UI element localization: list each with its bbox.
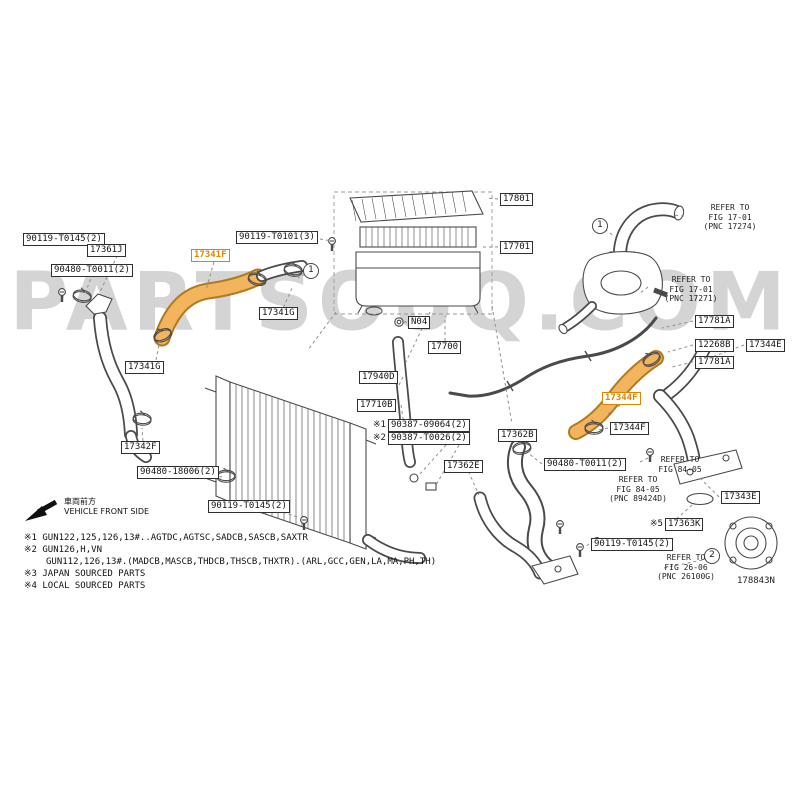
part-label-17781a-1[interactable]: 17781A [695,315,734,328]
footnote-line-3: GUN112,126,13#.(MADCB,MASCB,THDCB,THSCB,… [46,557,437,567]
part-label-90119-t0145-2[interactable]: 90119-T0145(2) [208,500,290,513]
part-label-90119-t0145-1[interactable]: 90119-T0145(2) [23,233,105,246]
part-label-17344f-2[interactable]: 17344F [610,422,649,435]
refer-note-fig17-01-b: REFER TO FIG 17-01 (PNC 17271) [664,275,718,303]
vehicle-front-en: VEHICLE FRONT SIDE [64,507,150,516]
callout-1a: 1 [303,263,319,279]
part-label-17710b[interactable]: 17710B [357,399,396,412]
intercooler [204,375,377,550]
part-label-17700[interactable]: 17700 [428,341,462,354]
part-label-12268b[interactable]: 12268B [695,339,734,352]
part-label-17781a-2[interactable]: 17781A [695,356,734,369]
part-label-17341f[interactable]: 17341F [191,249,230,262]
hose-17362E [473,491,579,585]
air-tube-17343E [653,389,743,506]
callout-2: 2 [704,548,720,564]
hose-17341F [153,268,267,347]
gasket-17363K [686,492,714,506]
part-label-17341g-1[interactable]: 17341G [259,307,298,320]
footnotes: ※1 GUN122,125,126,13#..AGTDC,AGTSC,SADCB… [24,532,436,592]
footnote-line-2: ※2 GUN126,H,VN [24,545,102,555]
part-label-17361j[interactable]: 17361J [87,244,126,257]
small-parts-90387 [409,473,437,491]
pipe-17341G [256,260,308,282]
footnote-marker-2: ※2 [373,433,386,443]
callout-1b: 1 [592,218,608,234]
hose-17362B [506,439,556,575]
footnote-line-4: ※3 JAPAN SOURCED PARTS [24,569,146,579]
part-label-17344f-1[interactable]: 17344F [602,392,641,405]
part-label-90480-t0011-2[interactable]: 90480-T0011(2) [544,458,626,471]
front-arrow-icon [25,499,58,521]
part-number-box[interactable]: 90387-09064(2) [387,419,470,432]
part-label-n04[interactable]: N04 [408,316,431,329]
part-number-box[interactable]: 90387-T0026(2) [387,432,470,445]
left-inlet-pipe-17361 [85,293,152,463]
refer-note-fig84-05-b: REFER TO FIG 84-05 (PNC 89424D) [609,475,667,503]
refer-note-fig26-06: REFER TO FIG 26-06 (PNC 26100G) [657,553,715,581]
part-label-90387-t0026[interactable]: ※2 90387-T0026(2) [373,432,470,445]
vehicle-front-jp: 車両前方 [64,497,96,506]
lower-outlet-pipe [362,534,426,564]
air-cleaner-assembly [333,190,493,327]
part-label-17362b[interactable]: 17362B [498,429,537,442]
part-label-17940d[interactable]: 17940D [359,371,398,384]
part-label-90480-18006[interactable]: 90480-18006(2) [137,466,219,479]
part-label-17701[interactable]: 17701 [500,241,534,254]
vacuum-hose-17781A [448,316,658,398]
pipe-17344E [661,343,711,401]
throttle-body-fig26-06 [724,516,778,570]
part-label-17343e[interactable]: 17343E [721,491,760,504]
vehicle-front-indicator: 車両前方 VEHICLE FRONT SIDE [24,497,149,523]
part-label-17344e[interactable]: 17344E [746,339,785,352]
part-label-90387-09064[interactable]: ※1 90387-09064(2) [373,419,470,432]
part-label-90119-t0145-3[interactable]: 90119-T0145(2) [591,538,673,551]
footnote-line-5: ※4 LOCAL SOURCED PARTS [24,581,146,591]
part-label-90119-t0101[interactable]: 90119-T0101(3) [236,231,318,244]
footnote-marker-5: ※5 [650,519,663,529]
part-label-17362e[interactable]: 17362E [444,460,483,473]
resonator-fig17-01 [558,251,668,335]
footnote-marker-1: ※1 [373,420,386,430]
refer-note-fig84-05-a: REFER TO FIG 84-05 [658,455,702,474]
part-label-17341g-2[interactable]: 17341G [125,361,164,374]
footnote-line-1: ※1 GUN122,125,126,13#..AGTDC,AGTSC,SADCB… [24,533,308,543]
part-label-17342f[interactable]: 17342F [121,441,160,454]
part-label-17363k[interactable]: ※5 17363K [650,518,704,531]
refer-note-fig17-01-a: REFER TO FIG 17-01 (PNC 17274) [703,203,757,231]
part-number-box[interactable]: 17363K [664,518,704,531]
part-label-90480-t0011-1[interactable]: 90480-T0011(2) [51,264,133,277]
part-label-17801[interactable]: 17801 [500,193,534,206]
diagram-code: 178843N [737,576,775,586]
